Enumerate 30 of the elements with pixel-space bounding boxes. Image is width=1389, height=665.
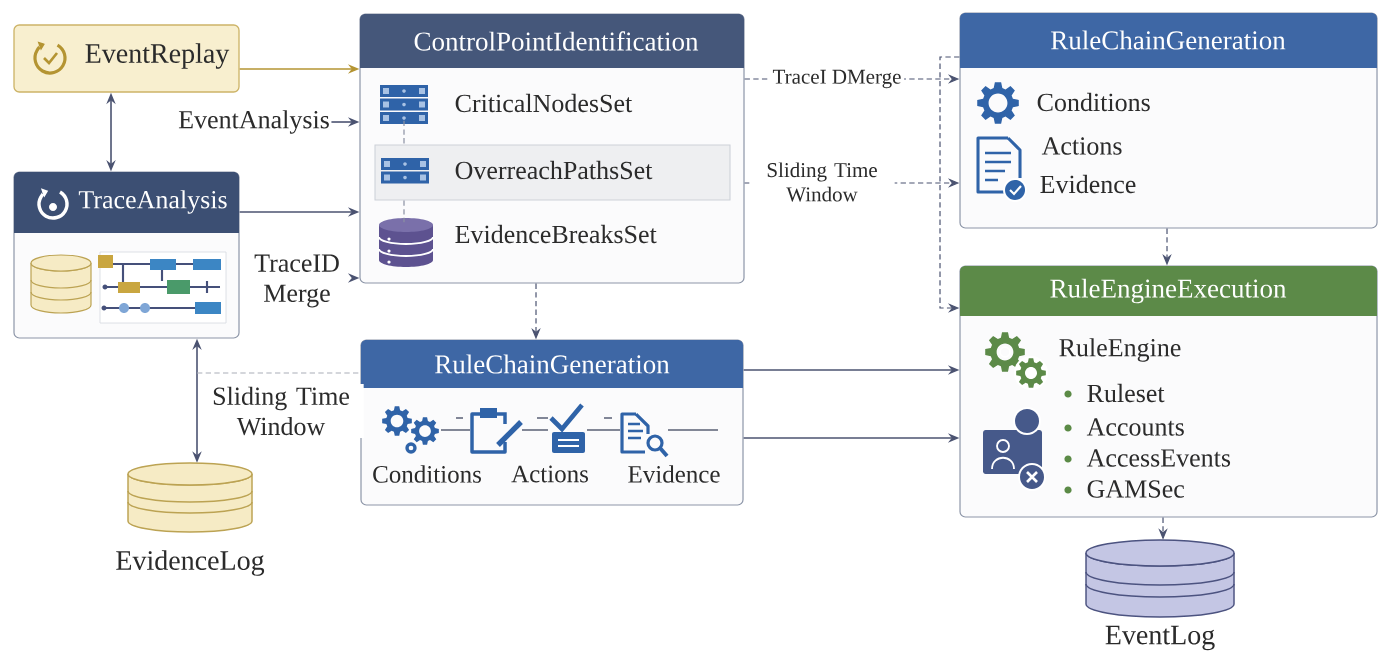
dashed-line bbox=[196, 372, 361, 374]
dashed-line bbox=[403, 120, 405, 146]
header-bar: TraceAnalysis bbox=[14, 172, 239, 233]
item-label: Evidence bbox=[628, 465, 720, 483]
annotation-text: EventAnalysis bbox=[178, 110, 329, 134]
caption-text: EvidenceLog bbox=[116, 550, 265, 576]
list-item: GAMSec bbox=[1087, 480, 1184, 498]
annotation-text: TraceID Merge bbox=[254, 254, 339, 308]
edge-label: TraceI DMerge bbox=[769, 67, 905, 91]
header-bar: ControlPointIdentification bbox=[360, 14, 744, 68]
list-item: AccessEvents bbox=[1086, 449, 1231, 467]
list-item: Ruleset bbox=[1087, 383, 1165, 403]
item-label: Conditions bbox=[373, 465, 481, 483]
edge-label: Sliding Time Window bbox=[198, 384, 364, 438]
header-bar: RuleChainGeneration bbox=[960, 13, 1377, 68]
item-label: EvidenceBreaksSet bbox=[455, 224, 657, 244]
item-label: RuleEngine bbox=[1059, 338, 1181, 362]
list-item: Accounts bbox=[1086, 418, 1184, 436]
process-box: EventReplay bbox=[13, 24, 240, 93]
header-bar: RuleEngineExecution bbox=[960, 266, 1377, 316]
item-label: Evidence bbox=[1040, 174, 1136, 194]
item-label: Actions bbox=[1041, 137, 1122, 155]
caption-text: EventLog bbox=[1105, 625, 1215, 651]
highlight-row: OverreachPathsSet bbox=[374, 144, 731, 201]
dashed-line bbox=[403, 199, 405, 223]
item-label: Conditions bbox=[1037, 92, 1150, 112]
item-label: Actions bbox=[511, 465, 588, 483]
edge-label: Sliding Time Window bbox=[749, 159, 895, 205]
item-label: CriticalNodesSet bbox=[455, 93, 633, 113]
header-bar: RuleChainGeneration bbox=[361, 340, 743, 388]
